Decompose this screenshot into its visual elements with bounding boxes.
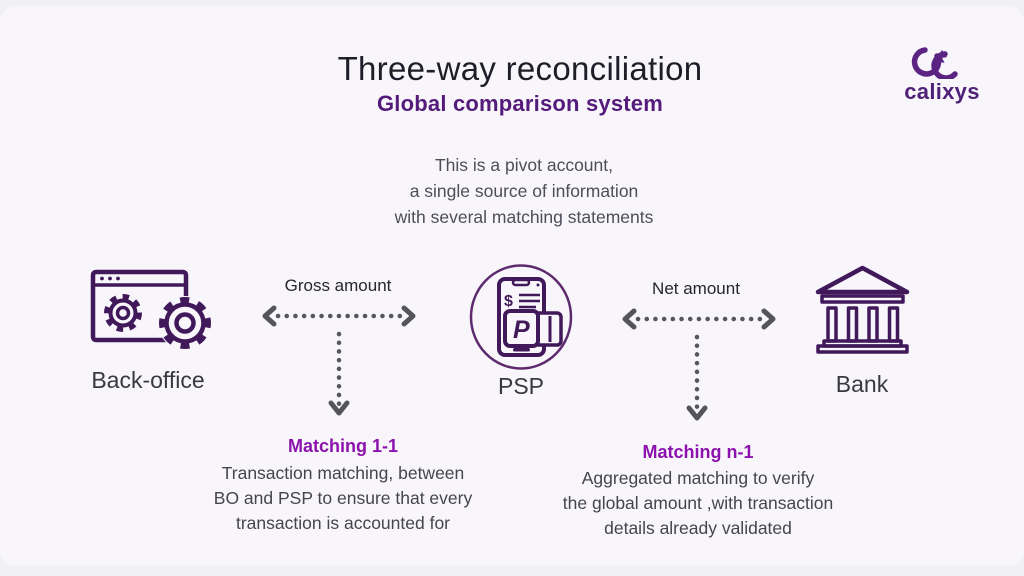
net-amount-double-arrow-icon: [621, 308, 777, 330]
pivot-account-description: This is a pivot account, a single source…: [394, 155, 654, 227]
gross-amount-label: Gross amount: [284, 276, 392, 295]
svg-text:P: P: [513, 316, 530, 344]
psp-label: PSP: [497, 373, 545, 399]
net-amount-label: Net amount: [652, 279, 740, 298]
psp-icon: $ P: [468, 264, 576, 372]
page-subtitle: Global comparison system: [377, 91, 663, 116]
matching-1-1-down-arrow-icon: [328, 330, 350, 422]
back-office-label: Back-office: [91, 367, 205, 393]
back-office-icon: [90, 268, 216, 354]
matching-n-1-title: Matching n-1: [642, 442, 754, 462]
bank-building-icon: [813, 265, 912, 355]
matching-n-1-description: Aggregated matching to verify the global…: [562, 468, 834, 538]
gross-amount-double-arrow-icon: [261, 305, 417, 327]
svg-text:$: $: [504, 293, 513, 310]
calixys-logo-text: calixys: [904, 79, 980, 104]
matching-n-1-down-arrow-icon: [686, 333, 708, 427]
infographic-card: Three-way reconciliation Global comparis…: [0, 6, 1024, 566]
matching-1-1-title: Matching 1-1: [287, 436, 399, 456]
matching-1-1-description: Transaction matching, between BO and PSP…: [213, 463, 473, 533]
page-title: Three-way reconciliation: [337, 50, 703, 87]
calixys-infinity-logo-icon: [903, 43, 981, 79]
bank-label: Bank: [835, 371, 889, 397]
